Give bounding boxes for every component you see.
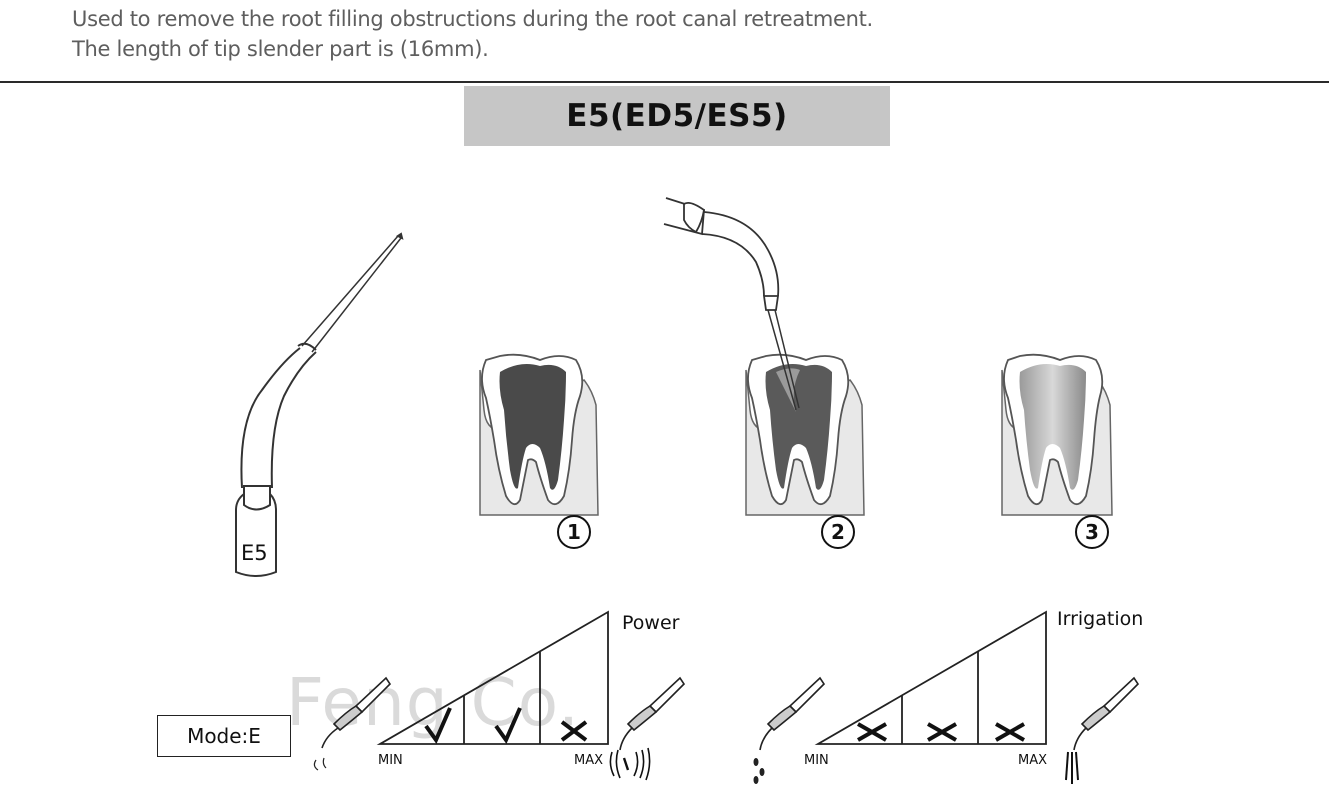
step-number-2: 2	[831, 520, 845, 544]
cross-icon	[995, 722, 1025, 742]
tooth-step-2-icon	[663, 197, 865, 549]
cross-icon	[560, 720, 588, 742]
mode-box: Mode:E	[157, 715, 291, 757]
tooth-step-3-icon	[1001, 353, 1113, 549]
cross-icon	[927, 722, 957, 742]
ultrasonic-tip-icon	[235, 232, 404, 577]
power-max-label: MAX	[574, 753, 604, 768]
irrigation-max-label: MAX	[1018, 753, 1048, 768]
handpiece-high-irrigation-icon	[1073, 676, 1140, 751]
tooth-step-1-icon	[479, 353, 599, 549]
power-label: Power	[622, 612, 680, 634]
check-icon	[424, 707, 452, 745]
page-title: E5(ED5/ES5)	[566, 98, 788, 134]
handpiece-low-irrigation-icon	[759, 676, 826, 751]
mode-label: Mode:E	[187, 724, 261, 748]
title-banner: E5(ED5/ES5)	[464, 86, 890, 146]
cross-icon	[857, 722, 887, 742]
divider	[0, 81, 1329, 83]
step-number-3: 3	[1085, 520, 1099, 544]
irrigation-chart	[814, 610, 1047, 745]
irrigation-min-label: MIN	[804, 753, 829, 768]
power-min-label: MIN	[378, 753, 403, 768]
power-chart	[376, 610, 609, 745]
description-line-1: Used to remove the root filling obstruct…	[72, 7, 873, 31]
water-drop-icon	[753, 758, 765, 784]
irrigation-label: Irrigation	[1057, 608, 1144, 630]
handpiece-max-icon	[619, 676, 686, 751]
description-line-2: The length of tip slender part is (16mm)…	[72, 37, 489, 61]
step-number-1: 1	[567, 520, 581, 544]
watermark: Feng Co.	[286, 664, 580, 741]
check-icon	[494, 707, 522, 745]
handpiece-min-icon	[313, 676, 392, 771]
description: Used to remove the root filling obstruct…	[72, 4, 873, 64]
water-stream-icon	[1065, 751, 1079, 784]
vibration-icon	[609, 747, 651, 781]
tip-label: E5	[241, 541, 268, 565]
